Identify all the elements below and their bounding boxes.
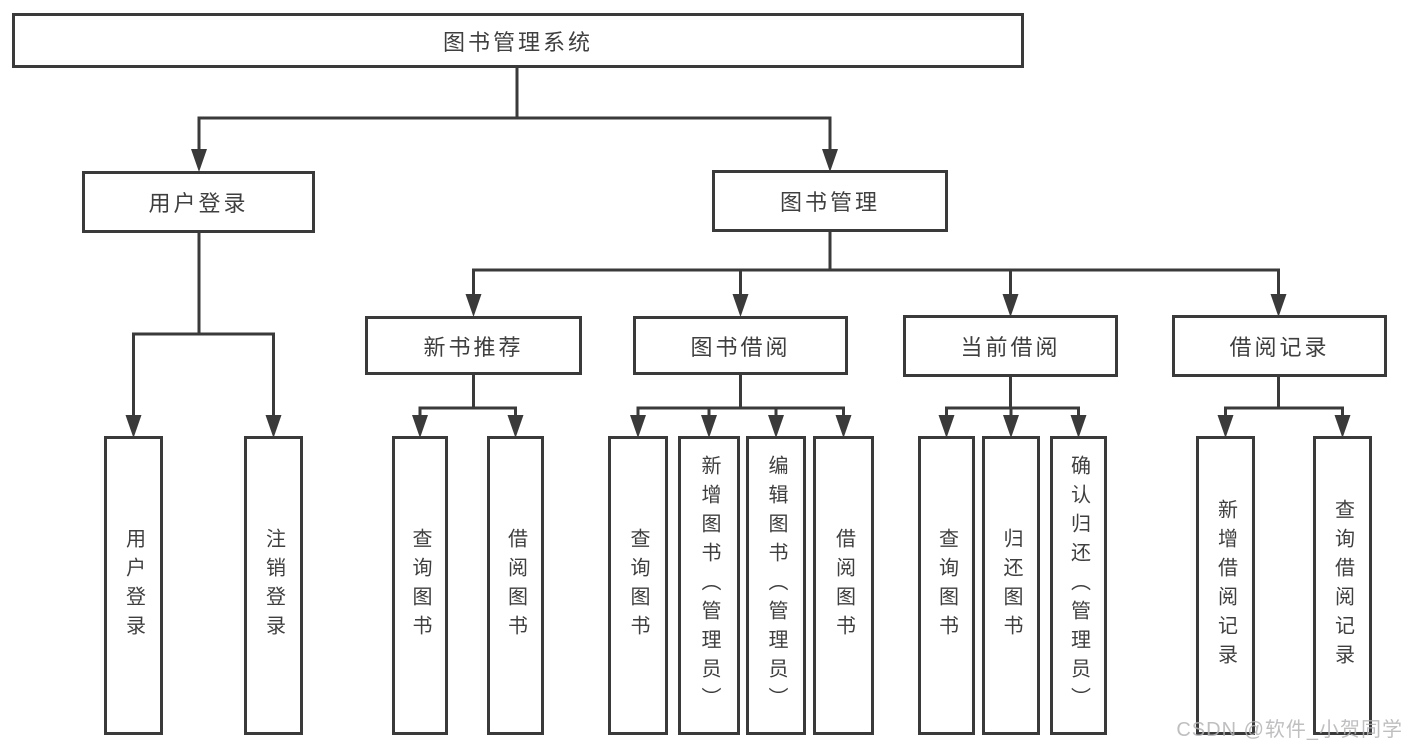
leaf-add-book-admin: 新增图书（管理员）: [678, 436, 740, 735]
arrowhead-down: [1270, 294, 1287, 317]
node-label: 用户登录: [122, 527, 145, 644]
leaf-return-book: 归还图书: [982, 436, 1040, 735]
node-label: 图书管理: [779, 190, 880, 215]
arrowhead-down: [465, 294, 482, 317]
node-label: 图书借阅: [690, 334, 791, 360]
node-label: 新书推荐: [423, 334, 524, 360]
leaf-logout: 注销登录: [244, 436, 303, 735]
node-book-borrowing: 图书借阅: [633, 316, 848, 375]
node-label: 当前借阅: [960, 335, 1061, 360]
arrowhead-down: [701, 415, 717, 438]
connector-user-login-to-leaves: [132, 233, 275, 417]
node-new-book-recommend: 新书推荐: [365, 316, 582, 375]
connector-borrow-record-to-leaves: [1224, 377, 1344, 417]
leaf-user-login: 用户登录: [104, 436, 163, 735]
node-current-borrowing: 当前借阅: [903, 315, 1118, 377]
arrowhead-down: [630, 415, 646, 438]
node-book-management: 图书管理: [712, 170, 948, 232]
leaf-query-book-1: 查询图书: [392, 436, 448, 735]
node-label: 借阅图书: [832, 527, 855, 644]
node-label: 编辑图书（管理员）: [765, 455, 787, 716]
leaf-borrow-book-2: 借阅图书: [813, 436, 874, 735]
connector-current-borrow-to-leaves: [945, 377, 1080, 417]
leaf-query-borrow-record: 查询借阅记录: [1313, 436, 1372, 735]
arrowhead-down: [125, 415, 142, 438]
node-label: 借阅图书: [504, 527, 527, 644]
arrowhead-down: [822, 149, 838, 172]
leaf-add-borrow-record: 新增借阅记录: [1196, 436, 1255, 735]
node-user-login: 用户登录: [82, 171, 315, 233]
connector-root-to-level2: [197, 68, 832, 151]
node-borrowing-records: 借阅记录: [1172, 315, 1387, 377]
leaf-borrow-book-1: 借阅图书: [487, 436, 544, 735]
node-label: 图书管理系统: [442, 29, 593, 55]
arrowhead-down: [732, 294, 749, 317]
arrowhead-down: [1334, 415, 1351, 438]
node-label: 查询图书: [935, 527, 958, 644]
node-label: 新增图书（管理员）: [698, 455, 720, 716]
arrowhead-down: [835, 415, 852, 438]
node-label: 归还图书: [1000, 527, 1022, 644]
arrowhead-down: [265, 415, 282, 438]
arrowhead-down: [507, 415, 524, 438]
arrowhead-down: [1217, 415, 1234, 438]
leaf-edit-book-admin: 编辑图书（管理员）: [746, 436, 806, 735]
node-label: 借阅记录: [1229, 335, 1330, 360]
csdn-watermark: CSDN @软件_小贺同学: [1176, 719, 1403, 741]
leaf-query-book-2: 查询图书: [608, 436, 668, 735]
leaf-query-book-3: 查询图书: [918, 436, 975, 735]
node-label: 查询借阅记录: [1331, 498, 1354, 673]
node-label: 新增借阅记录: [1214, 498, 1237, 673]
connector-book-borrow-to-leaves: [636, 375, 845, 417]
connector-new-book-rec-to-leaves: [418, 375, 517, 417]
node-label: 查询图书: [627, 527, 649, 644]
node-label: 查询图书: [409, 527, 431, 644]
arrowhead-down: [768, 415, 784, 438]
arrowhead-down: [412, 415, 428, 438]
arrowhead-down: [1003, 415, 1019, 438]
leaf-confirm-return-admin: 确认归还（管理员）: [1050, 436, 1107, 735]
arrowhead-down: [191, 149, 207, 172]
node-label: 用户登录: [148, 191, 249, 216]
node-library-management-system: 图书管理系统: [12, 13, 1024, 68]
arrowhead-down: [1002, 294, 1019, 317]
node-label: 注销登录: [262, 527, 285, 644]
arrowhead-down: [938, 415, 955, 438]
arrowhead-down: [1070, 415, 1087, 438]
node-label: 确认归还（管理员）: [1067, 455, 1090, 716]
connector-book-mgmt-to-level3: [472, 232, 1280, 296]
